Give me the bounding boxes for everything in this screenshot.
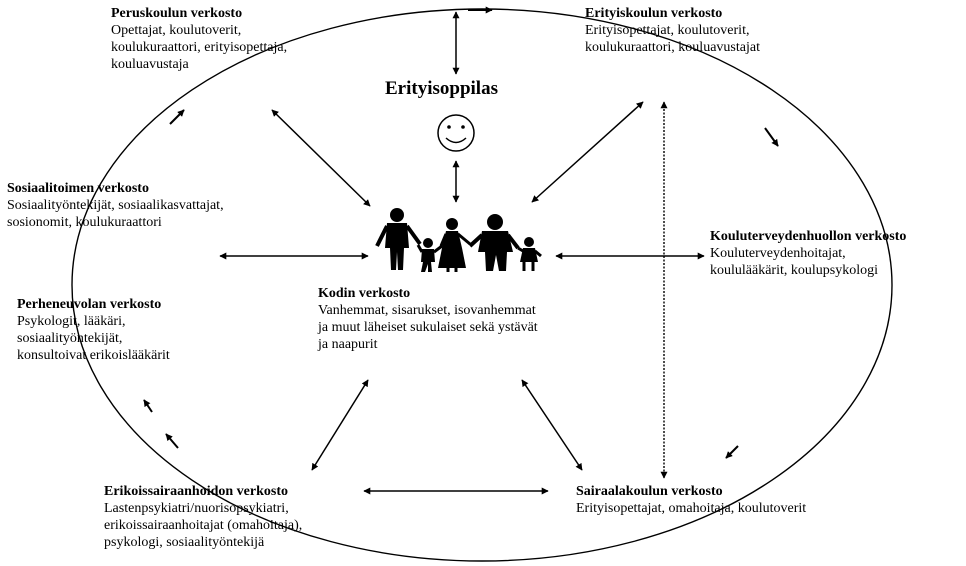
node-sairaalakoulu: Sairaalakoulun verkosto Erityisopettajat…	[576, 483, 806, 517]
node-line: Opettajat, koulutoverit,	[111, 23, 242, 38]
node-line: Erityisopettajat, koulutoverit,	[585, 23, 750, 38]
node-title: Kodin verkosto	[318, 286, 411, 301]
node-line: Kouluterveydenhoitajat,	[710, 246, 846, 261]
node-line: Sosiaalityöntekijät, sosiaalikasvattajat…	[7, 198, 224, 213]
smiley-face-icon	[437, 114, 475, 152]
node-erityiskoulu: Erityiskoulun verkosto Erityisopettajat,…	[585, 5, 760, 56]
node-line: psykologi, sosiaalityöntekijä	[104, 535, 265, 550]
family-silhouette-icon	[375, 208, 542, 272]
node-peruskoulu: Peruskoulun verkosto Opettajat, koulutov…	[111, 5, 287, 73]
node-line: Psykologit, lääkäri,	[17, 314, 126, 329]
arrow-erityiskoulu-home	[531, 101, 644, 203]
arrow-home-erikoissairaanhoito	[311, 379, 369, 471]
arrow-home-sairaalakoulu	[521, 379, 583, 471]
node-title: Erityiskoulun verkosto	[585, 6, 723, 21]
node-line: sosionomit, koulukuraattori	[7, 215, 162, 230]
node-sosiaalitoimi: Sosiaalitoimen verkosto Sosiaalityönteki…	[7, 180, 224, 231]
node-kouluterveydenhuolto: Kouluterveydenhuollon verkosto Kouluterv…	[710, 228, 906, 279]
node-line: Lastenpsykiatri/nuorisopsykiatri,	[104, 501, 289, 516]
node-line: ja muut läheiset sukulaiset sekä ystävät	[318, 320, 538, 335]
node-perheneuvola: Perheneuvolan verkosto Psykologit, lääkä…	[17, 296, 170, 364]
node-line: koulukuraattori, erityisopettaja,	[111, 40, 288, 55]
arrow-peruskoulu-home	[271, 109, 371, 207]
node-title: Erikoissairaanhoidon verkosto	[104, 484, 288, 499]
node-koti: Kodin verkosto Vanhemmat, sisarukset, is…	[318, 285, 538, 353]
node-line: erikoissairaanhoitajat (omahoitaja),	[104, 518, 303, 533]
ellipse-direction-arrows	[143, 6, 779, 459]
node-line: koulukuraattori, kouluavustajat	[585, 40, 760, 55]
node-title: Kouluterveydenhuollon verkosto	[710, 229, 907, 244]
node-title: Sosiaalitoimen verkosto	[7, 181, 149, 196]
connector-arrows	[219, 11, 705, 495]
node-title: Peruskoulun verkosto	[111, 6, 243, 21]
node-line: Erityisopettajat, omahoitaja, koulutover…	[576, 501, 807, 516]
node-line: ja naapurit	[318, 337, 378, 352]
center-title: Erityisoppilas	[385, 78, 498, 99]
node-line: koululääkärit, koulupsykologi	[710, 263, 878, 278]
node-title: Sairaalakoulun verkosto	[576, 484, 723, 499]
node-line: Vanhemmat, sisarukset, isovanhemmat	[318, 303, 536, 318]
node-line: kouluavustaja	[111, 57, 189, 72]
node-erikoissairaanhoito: Erikoissairaanhoidon verkosto Lastenpsyk…	[104, 483, 302, 551]
node-line: konsultoivat erikoislääkärit	[17, 348, 170, 363]
node-line: sosiaalityöntekijät,	[17, 331, 123, 346]
node-title: Perheneuvolan verkosto	[17, 297, 162, 312]
